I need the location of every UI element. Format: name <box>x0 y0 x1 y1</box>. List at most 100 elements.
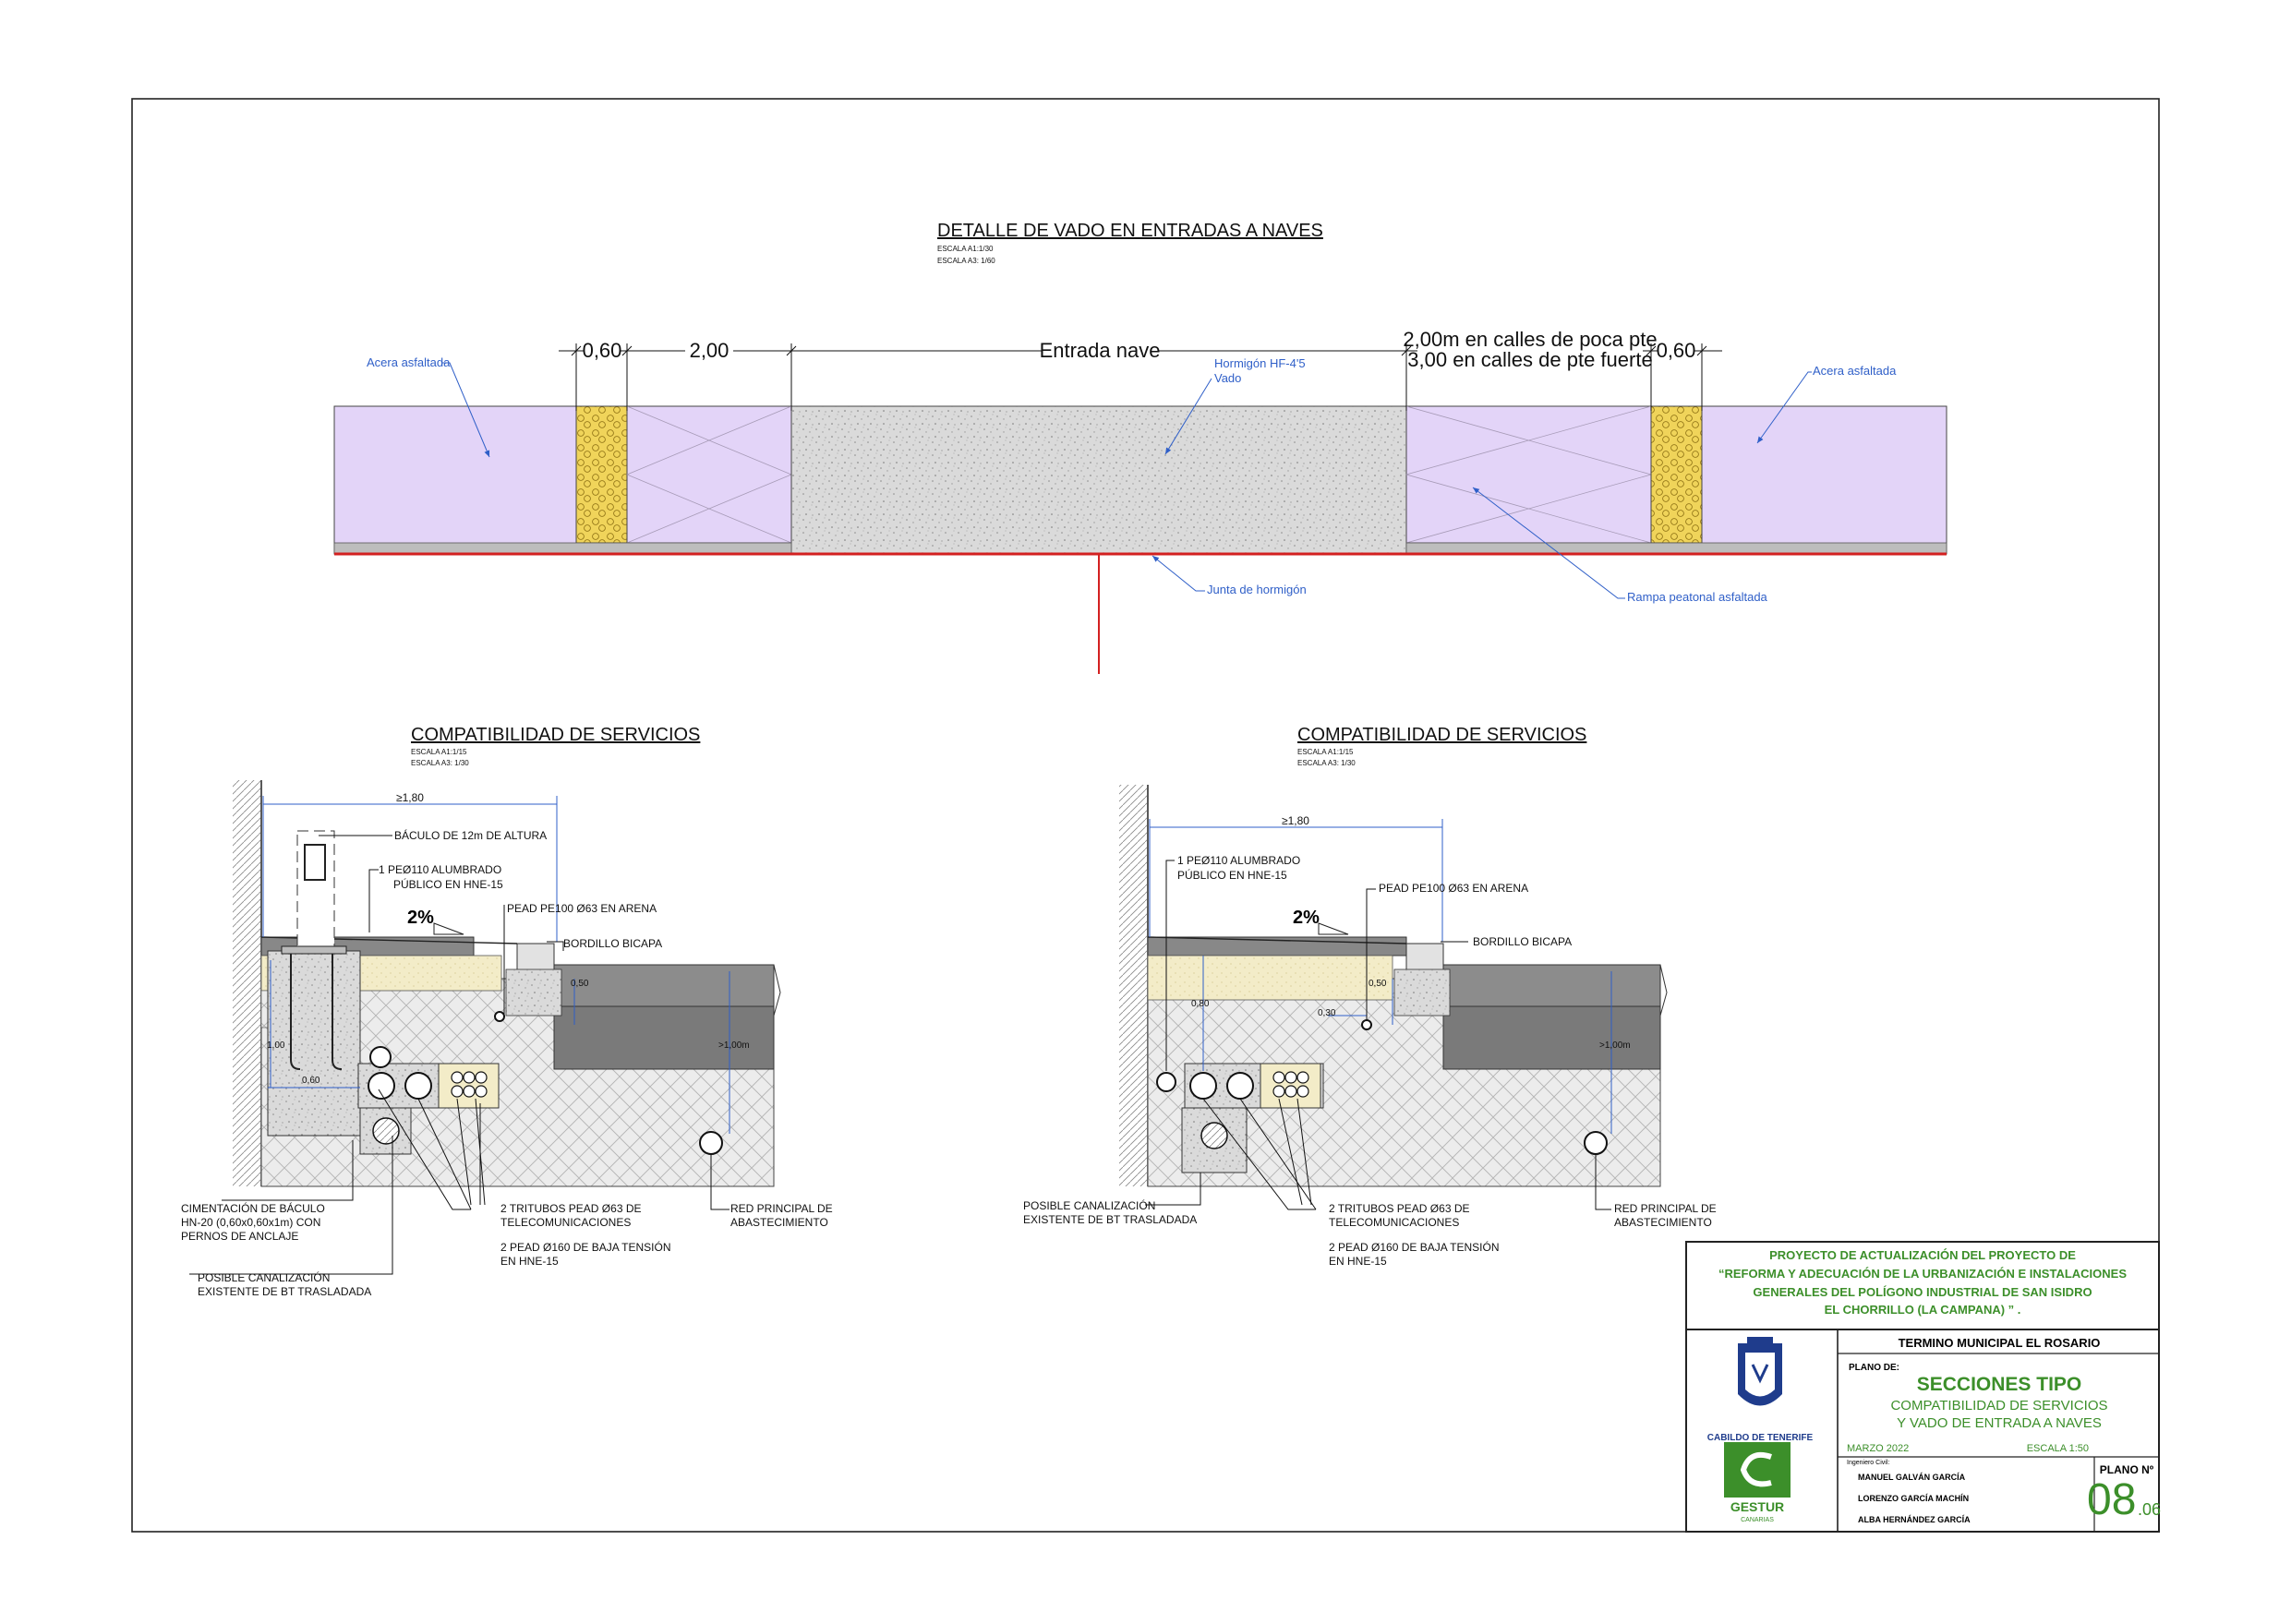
right-label-red-2: ABASTECIMIENTO <box>1614 1216 1712 1229</box>
label-junta: Junta de hormigón <box>1207 583 1307 596</box>
right-label-pe110-1: 1 PEØ110 ALUMBRADO <box>1177 854 1300 867</box>
gestur-logo: GESTUR CANARIAS <box>1724 1442 1791 1523</box>
left-label-pe110-1: 1 PEØ110 ALUMBRADO <box>379 863 501 876</box>
tb-date: MARZO 2022 <box>1847 1443 1909 1454</box>
vado-title: DETALLE DE VADO EN ENTRADAS A NAVES <box>937 221 1323 241</box>
left-label-pe110-2: PÚBLICO EN HNE-15 <box>393 877 503 891</box>
ramp-left <box>626 405 792 544</box>
right-label-red-1: RED PRINCIPAL DE <box>1614 1202 1717 1215</box>
tb-plano-n-sub: .06 <box>2138 1500 2161 1519</box>
acera-right <box>1701 405 1947 555</box>
dim-right-curb: 0,60 <box>1657 339 1696 362</box>
left-scale-a1: ESCALA A1:1/15 <box>411 748 467 756</box>
right-label-bordillo: BORDILLO BICAPA <box>1473 935 1572 948</box>
right-label-tritubos-2: TELECOMUNICACIONES <box>1329 1216 1459 1229</box>
tb-escala: ESCALA 1:50 <box>2027 1443 2089 1454</box>
right-dim-width: ≥1,80 <box>1282 814 1309 827</box>
dim-left-ramp: 2,00 <box>690 339 730 362</box>
left-label-baculo: BÁCULO DE 12m DE ALTURA <box>394 828 547 842</box>
right-water-main <box>1584 1131 1608 1155</box>
curb-left <box>575 405 628 544</box>
right-scale-a3: ESCALA A3: 1/30 <box>1297 759 1356 767</box>
left-label-tritubos-2: TELECOMUNICACIONES <box>500 1216 631 1229</box>
tb-project-3: GENERALES DEL POLÍGONO INDUSTRIAL DE SAN… <box>1753 1285 2092 1299</box>
tb-plano-n: 08 <box>2087 1475 2136 1524</box>
right-services-section: COMPATIBILIDAD DE SERVICIOS ESCALA A1:1/… <box>1023 725 1717 1268</box>
left-pead160-duct <box>368 1072 395 1100</box>
cabildo-logo: CABILDO DE TENERIFE <box>1707 1337 1814 1443</box>
left-wall <box>233 780 260 1186</box>
title-block: PROYECTO DE ACTUALIZACIÓN DEL PROYECTO D… <box>1685 1241 2161 1533</box>
right-label-pe110-2: PÚBLICO EN HNE-15 <box>1177 868 1287 882</box>
left-dim-depth: >1,00m <box>718 1041 750 1051</box>
tb-plano-de: PLANO DE: <box>1849 1363 1899 1373</box>
right-dim-080: 0,80 <box>1191 999 1210 1009</box>
left-scale-a3: ESCALA A3: 1/30 <box>411 759 469 767</box>
left-foundation <box>267 950 361 1137</box>
left-label-cim-3: PERNOS DE ANCLAJE <box>181 1230 298 1243</box>
right-title: COMPATIBILIDAD DE SERVICIOS <box>1297 725 1586 745</box>
right-tritubos <box>1272 1071 1309 1098</box>
tb-plano-title: SECCIONES TIPO <box>1917 1374 2082 1395</box>
tb-municipio: TERMINO MUNICIPAL EL ROSARIO <box>1899 1336 2101 1350</box>
tb-author-3: ALBA HERNÁNDEZ GARCÍA <box>1858 1515 1971 1524</box>
label-hormigon-1: Hormigón HF-4'5 <box>1214 356 1306 370</box>
left-services-section: COMPATIBILIDAD DE SERVICIOS ESCALA A1:1/… <box>181 725 833 1298</box>
tb-project-1: PROYECTO DE ACTUALIZACIÓN DEL PROYECTO D… <box>1769 1248 2076 1262</box>
left-slope: 2% <box>407 908 434 928</box>
label-acera-right: Acera asfaltada <box>1813 364 1897 378</box>
tb-ingeniero: Ingeniero Civil: <box>1847 1460 1889 1466</box>
left-label-pead100: PEAD PE100 Ø63 EN ARENA <box>507 902 657 915</box>
left-label-cim-1: CIMENTACIÓN DE BÁCULO <box>181 1201 325 1215</box>
left-label-pead160-1: 2 PEAD Ø160 DE BAJA TENSIÓN <box>500 1240 671 1254</box>
left-label-pead160-2: EN HNE-15 <box>500 1255 559 1268</box>
tb-author-2: LORENZO GARCÍA MACHÍN <box>1858 1494 1969 1503</box>
label-acera-left: Acera asfaltada <box>367 355 451 369</box>
left-dim-width: ≥1,80 <box>396 791 424 804</box>
right-wall <box>1119 785 1147 1186</box>
dim-right-ramp-1: 2,00m en calles de poca pte <box>1403 328 1657 351</box>
left-label-red-2: ABASTECIMIENTO <box>730 1216 828 1229</box>
label-hormigon-2: Vado <box>1214 371 1241 385</box>
tb-project-2: “REFORMA Y ADECUACIÓN DE LA URBANIZACIÓN… <box>1718 1267 2127 1281</box>
right-label-pead100: PEAD PE100 Ø63 EN ARENA <box>1379 882 1528 895</box>
dim-center: Entrada nave <box>1040 339 1161 362</box>
right-label-posible-1: POSIBLE CANALIZACIÓN <box>1023 1198 1155 1212</box>
tb-plano-sub-1: COMPATIBILIDAD DE SERVICIOS <box>1890 1398 2107 1413</box>
right-existing-bt <box>1200 1122 1228 1149</box>
label-rampa: Rampa peatonal asfaltada <box>1627 590 1768 604</box>
vado-scale-a3: ESCALA A3: 1/60 <box>937 257 995 265</box>
left-tritubos <box>451 1071 488 1098</box>
right-label-pead160-2: EN HNE-15 <box>1329 1255 1387 1268</box>
right-label-posible-2: EXISTENTE DE BT TRASLADADA <box>1023 1213 1197 1226</box>
right-scale-a1: ESCALA A1:1/15 <box>1297 748 1354 756</box>
left-dim-100: 1,00 <box>267 1041 285 1051</box>
left-label-cim-2: HN-20 (0,60x0,60x1m) CON <box>181 1216 320 1229</box>
tb-plano-sub-2: Y VADO DE ENTRADA A NAVES <box>1897 1415 2102 1431</box>
right-dim-depth: >1,00m <box>1599 1041 1631 1051</box>
right-pe110-duct <box>1156 1072 1176 1092</box>
sheet-frame <box>131 98 2160 1533</box>
ramp-right <box>1405 405 1652 544</box>
acera-left <box>333 405 577 555</box>
curb-right <box>1650 405 1703 544</box>
tb-project-4: EL CHORRILLO (LA CAMPANA) ” . <box>1825 1303 2021 1317</box>
left-pe110-duct <box>369 1046 392 1068</box>
vado-detail: DETALLE DE VADO EN ENTRADAS A NAVES ESCA… <box>333 221 1947 674</box>
left-title: COMPATIBILIDAD DE SERVICIOS <box>411 725 700 745</box>
vado-scale-a1: ESCALA A1:1/30 <box>937 245 994 253</box>
dim-right-ramp-2: 3,00 en calles de pte fuerte <box>1407 348 1652 371</box>
vado-concrete <box>790 405 1407 555</box>
right-slope: 2% <box>1293 908 1320 928</box>
right-pead160-duct <box>1189 1072 1217 1100</box>
left-existing-bt <box>372 1117 400 1145</box>
logo-gestur-sub: CANARIAS <box>1741 1517 1774 1523</box>
tb-plano-n-label: PLANO Nº <box>2100 1463 2154 1476</box>
left-label-posible-2: EXISTENTE DE BT TRASLADADA <box>198 1285 371 1298</box>
left-water-main <box>699 1131 723 1155</box>
left-label-tritubos-1: 2 TRITUBOS PEAD Ø63 DE <box>500 1202 642 1215</box>
left-dim-060: 0,60 <box>302 1076 320 1086</box>
logo-cabildo-text: CABILDO DE TENERIFE <box>1707 1433 1814 1443</box>
